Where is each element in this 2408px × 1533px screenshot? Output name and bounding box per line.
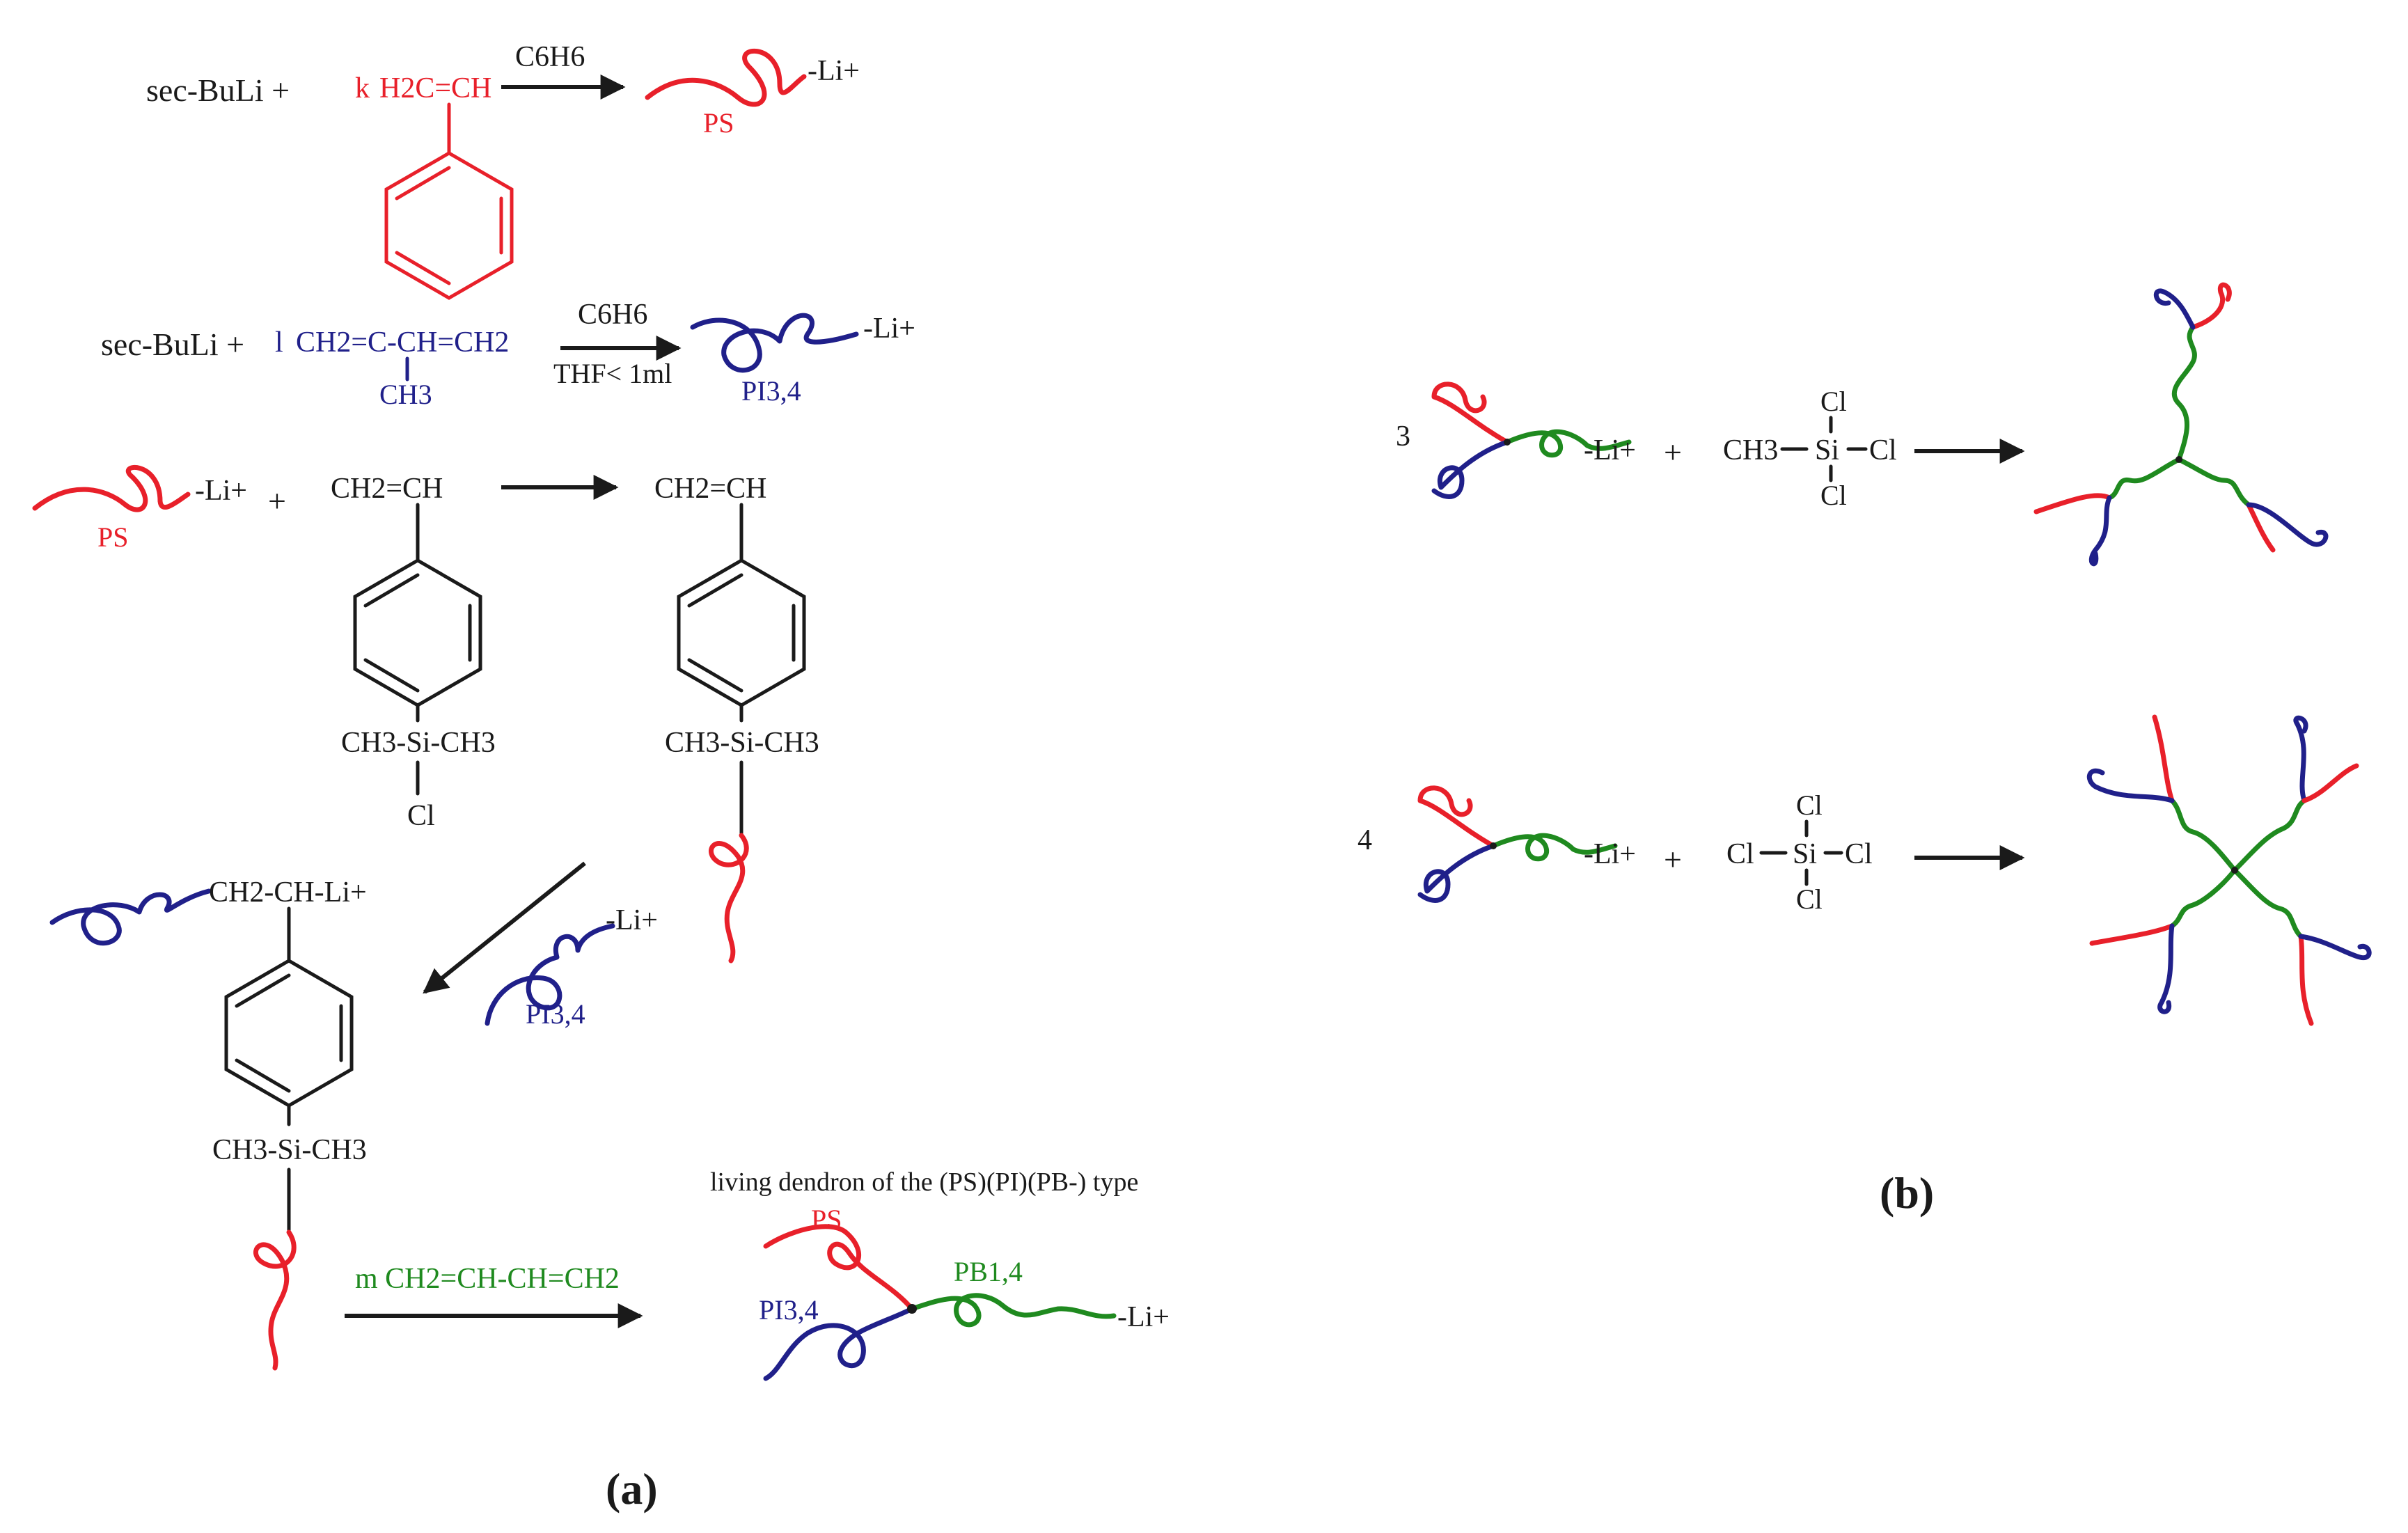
b2-plus: + [1664, 842, 1682, 877]
b1-ion: -Li+ [1584, 434, 1636, 466]
r3-benzene-ring [353, 558, 482, 707]
r3-ps-chain [32, 464, 191, 512]
reaction-5: m CH2=CH-CH=CH2 living dendron of the (P… [345, 1168, 1170, 1381]
r3-product-benzene-ring [677, 558, 806, 707]
r1-reagent: sec-BuLi + [146, 72, 290, 108]
r5-ps-label: PS [811, 1204, 842, 1235]
r3-product-ps-chain [709, 833, 749, 964]
r2-pi-chain [690, 313, 859, 373]
r4-pi-chain [49, 888, 212, 946]
b2-pb-arm [1490, 833, 1618, 862]
b1-cl-top: Cl [1820, 386, 1847, 417]
b2-left: Cl [1726, 838, 1754, 870]
r3-chloro: Cl [407, 800, 435, 832]
panel-b-label: (b) [1880, 1168, 1934, 1218]
reaction-4: PI3,4 -Li+ CH2-CH-Li+ CH3-Si-CH3 [49, 861, 658, 1371]
b2-cl-bottom: Cl [1796, 883, 1823, 915]
r5-monomer: m CH2=CH-CH=CH2 [355, 1263, 620, 1295]
r4-added-ion: -Li+ [606, 904, 658, 936]
r4-arrow [423, 861, 586, 994]
r1-benzene-ring [384, 151, 514, 300]
b1-cl-bottom: Cl [1820, 480, 1847, 511]
r2-ion: -Li+ [863, 313, 915, 345]
b1-plus: + [1664, 434, 1682, 470]
r5-junction [907, 1304, 917, 1314]
r1-ion: -Li+ [808, 55, 860, 87]
r2-methyl: CH3 [379, 379, 432, 410]
panel-b-row-1: 3 -Li+ + Cl CH3 Si Cl Cl [1396, 282, 2329, 567]
b1-star-3-arm [2033, 282, 2329, 567]
r3-product-vinyl: CH2=CH [654, 473, 766, 505]
r5-ion: -Li+ [1117, 1301, 1170, 1333]
reaction-1: sec-BuLi + k H2C=CH C6H6 PS -Li+ [146, 41, 860, 300]
b1-left: CH3 [1723, 434, 1778, 466]
r2-coef: l [275, 327, 283, 359]
r4-benzene-ring [224, 959, 354, 1108]
r4-added-pi-chain [485, 923, 615, 1026]
b2-pi-arm [1417, 843, 1496, 903]
r1-chain-label: PS [703, 107, 734, 139]
r3-ion: -Li+ [195, 475, 247, 507]
panel-b-row-2: 4 -Li+ + Cl Cl Si Cl Cl [1358, 714, 2372, 1026]
r2-condition-1: C6H6 [578, 299, 647, 331]
r3-vinyl: CH2=CH [331, 473, 443, 505]
r1-condition: C6H6 [515, 41, 585, 73]
r3-chain-label: PS [97, 521, 129, 553]
r4-added-chain-label: PI3,4 [526, 998, 585, 1030]
b2-star-4-arm [2086, 714, 2372, 1026]
r2-condition-2: THF< 1ml [553, 358, 672, 389]
reaction-2: sec-BuLi + l CH2=C-CH=CH2 CH3 C6H6 THF< … [101, 299, 915, 410]
b1-pi-arm [1431, 439, 1510, 499]
r1-k: k [355, 72, 370, 104]
r5-caption: living dendron of the (PS)(PI)(PB-) type [710, 1168, 1138, 1197]
b2-cl-top: Cl [1796, 789, 1823, 821]
r4-top: CH2-CH-Li+ [209, 876, 367, 909]
b1-cl-right: Cl [1869, 434, 1897, 466]
b2-coef: 4 [1358, 824, 1372, 856]
r5-pb-label: PB1,4 [954, 1256, 1023, 1287]
b2-cl-right: Cl [1845, 838, 1873, 870]
b2-ion: -Li+ [1584, 838, 1636, 870]
panel-a-label: (a) [606, 1464, 658, 1514]
r3-plus: + [268, 483, 286, 519]
r5-ps-chain [763, 1224, 915, 1312]
b1-pb-arm [1504, 429, 1632, 458]
r2-chain-label: PI3,4 [741, 375, 801, 407]
r4-silyl: CH3-Si-CH3 [212, 1134, 367, 1166]
r1-monomer: H2C=CH [379, 72, 491, 104]
r2-reagent: sec-BuLi + [101, 327, 244, 362]
b1-ps-arm [1431, 382, 1510, 445]
reaction-3: PS -Li+ + CH2=CH CH3-Si-CH3 Cl CH2=CH CH… [32, 464, 819, 964]
b1-si: Si [1815, 434, 1839, 466]
r4-ps-chain [253, 1229, 297, 1371]
r2-monomer: CH2=C-CH=CH2 [296, 327, 509, 359]
b1-coef: 3 [1396, 420, 1410, 453]
r5-pi-label: PI3,4 [759, 1294, 819, 1326]
b2-si: Si [1793, 838, 1817, 870]
r3-silyl: CH3-Si-CH3 [341, 727, 496, 759]
r5-pb-chain [909, 1293, 1117, 1328]
r5-pi-chain [763, 1306, 915, 1381]
r3-product-silyl: CH3-Si-CH3 [665, 727, 819, 759]
b2-ps-arm [1417, 785, 1496, 849]
r1-ps-chain [645, 48, 807, 107]
